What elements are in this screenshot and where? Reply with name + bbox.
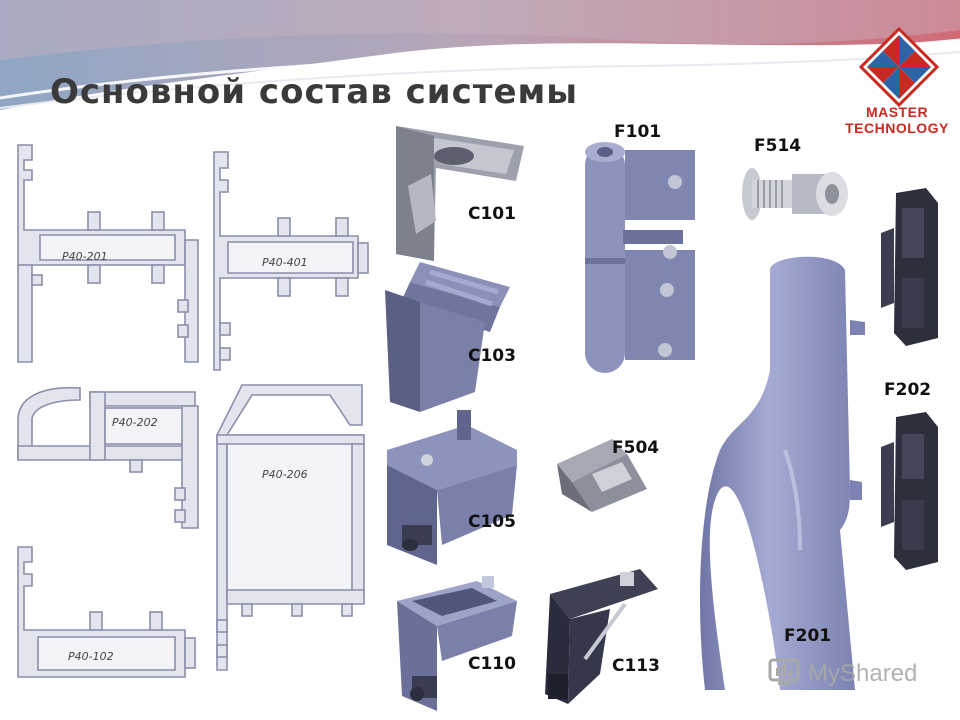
slide-title: Основной состав системы xyxy=(50,72,579,112)
corner-connector-c110-image xyxy=(397,576,517,711)
screw-f514-image xyxy=(742,168,848,220)
corner-connector-c105-image xyxy=(387,410,517,565)
label-c113: C113 xyxy=(612,656,660,676)
clip-f504-image xyxy=(557,439,647,512)
profile-p40-401-drawing xyxy=(213,151,369,371)
profile-label-p40-202: P40-202 xyxy=(112,416,158,429)
handle-f201-image xyxy=(700,256,865,690)
logo-text-line1: MASTER xyxy=(865,104,929,120)
lock-striker-f202-top-image xyxy=(881,188,938,346)
corner-connector-c103-image xyxy=(385,262,510,412)
profile-p40-102-drawing xyxy=(17,546,196,678)
label-c110: C110 xyxy=(468,654,516,674)
master-technology-logo-icon xyxy=(858,26,940,108)
label-f101: F101 xyxy=(614,122,662,142)
label-f504: F504 xyxy=(612,438,660,458)
hinge-f101-image xyxy=(585,142,695,373)
header-wave-background xyxy=(0,0,960,130)
watermark-text: MyShared xyxy=(808,660,918,687)
label-f202: F202 xyxy=(884,380,932,400)
watermark-icon xyxy=(768,658,800,685)
profile-p40-206-drawing xyxy=(216,384,365,671)
label-f514: F514 xyxy=(754,136,802,156)
profile-label-p40-206: P40-206 xyxy=(262,468,308,481)
profile-p40-201-drawing xyxy=(17,144,199,363)
label-f201: F201 xyxy=(784,626,832,646)
label-c101: C101 xyxy=(468,204,516,224)
profile-label-p40-201: P40-201 xyxy=(62,250,108,263)
profile-label-p40-401: P40-401 xyxy=(262,256,308,269)
profile-label-p40-102: P40-102 xyxy=(68,650,114,663)
corner-bracket-c101-image xyxy=(396,126,524,261)
label-c105: C105 xyxy=(468,512,516,532)
corner-connector-c113-image xyxy=(545,569,658,704)
profile-p40-202-drawing xyxy=(17,386,199,529)
lock-striker-f202-bottom-image xyxy=(881,412,938,570)
logo-text-line2: TECHNOLOGY xyxy=(845,120,949,136)
label-c103: C103 xyxy=(468,346,516,366)
